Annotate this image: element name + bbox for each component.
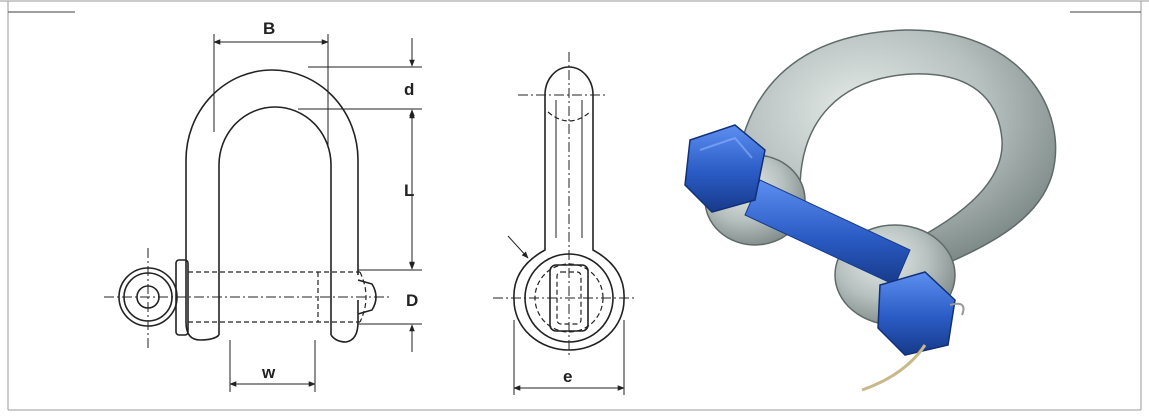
label-D: D <box>406 291 418 310</box>
label-w: w <box>261 363 276 382</box>
label-d: d <box>404 80 414 99</box>
front-view-drawing <box>104 34 390 350</box>
side-view-drawing <box>493 52 635 355</box>
label-B: B <box>263 19 275 38</box>
label-e: e <box>563 367 572 386</box>
dimension-B: B <box>213 19 329 45</box>
dimension-d: d <box>298 38 422 140</box>
shackle-photo <box>684 29 1057 392</box>
dimension-w: w <box>229 340 316 392</box>
label-L: L <box>404 181 414 200</box>
dimension-D: D <box>358 245 422 352</box>
dimension-e: e <box>513 320 625 395</box>
dimension-L: L <box>358 111 422 271</box>
